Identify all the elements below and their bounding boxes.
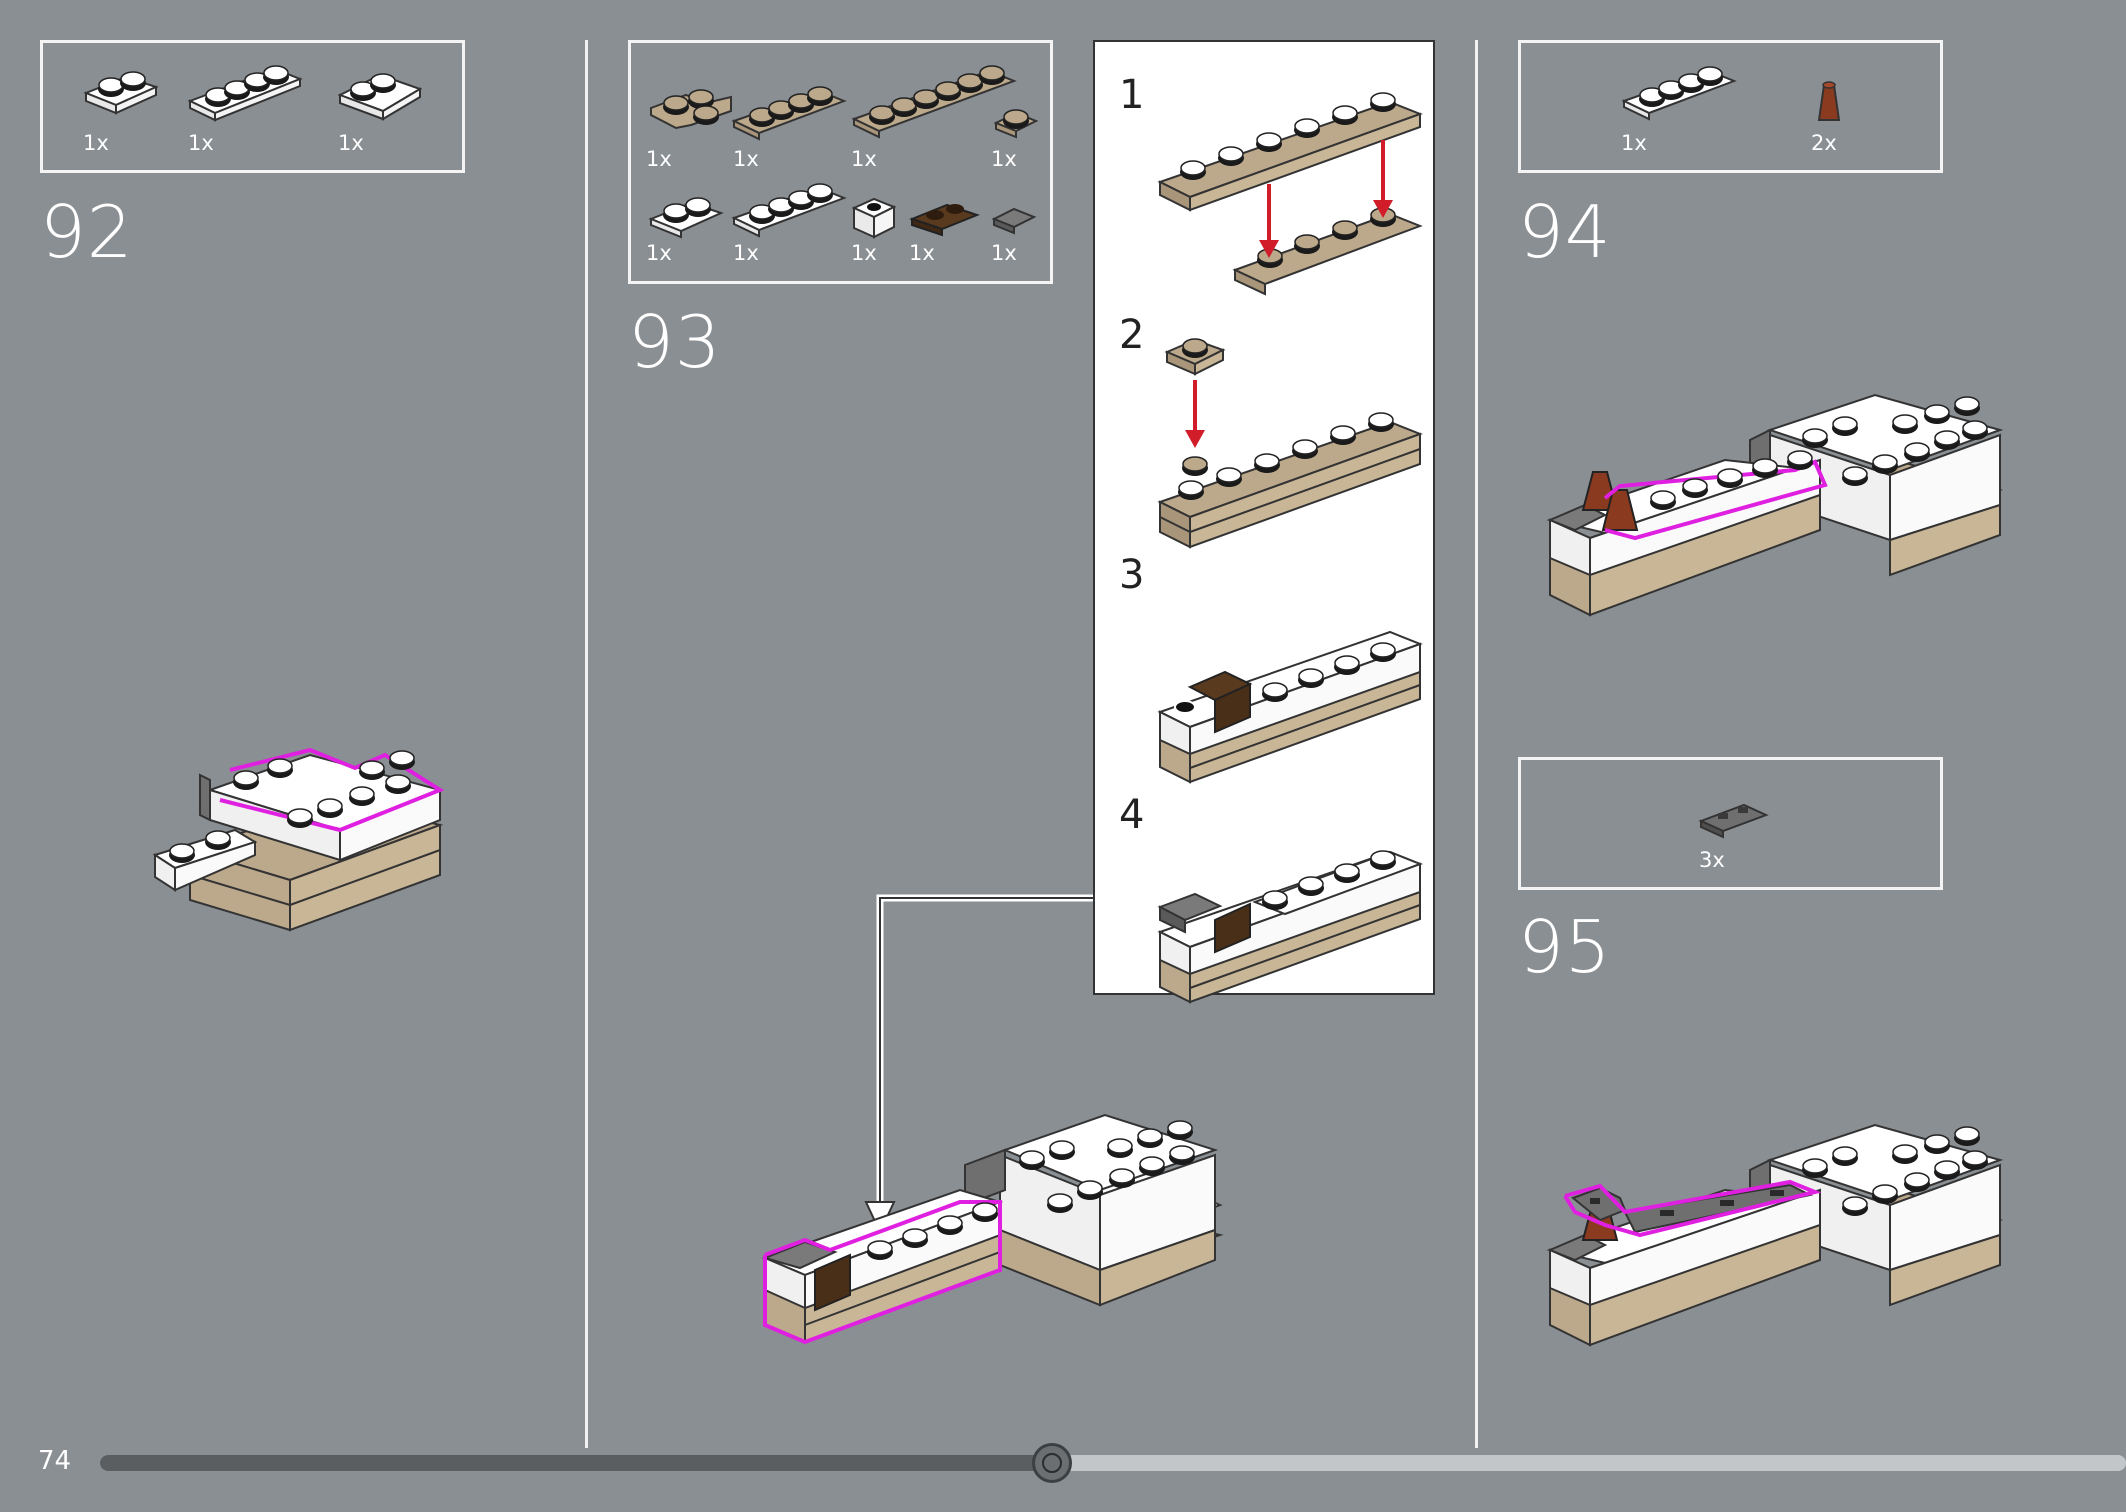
part-qty: 1x — [851, 241, 877, 265]
part-qty: 1x — [733, 241, 759, 265]
part-qty: 1x — [733, 147, 759, 171]
part-qty: 1x — [188, 131, 214, 155]
parts-list-step-94: 1x 2x — [1518, 40, 1943, 173]
parts-list-step-93: 1x 1x 1x 1x 1x 1x 1x 1x — [628, 40, 1053, 284]
dark-brown-plate-1x2-icon — [909, 203, 980, 237]
white-brick-1x1-hollow-icon — [851, 197, 897, 239]
part-qty: 1x — [338, 131, 364, 155]
part-qty: 1x — [991, 147, 1017, 171]
substep-number: 1 — [1119, 72, 1145, 118]
model-step-93-illustration — [761, 1113, 1224, 1345]
substep-number: 4 — [1119, 792, 1145, 838]
part-qty: 3x — [1699, 848, 1725, 872]
step-number: 94 — [1518, 190, 1612, 274]
tan-plate-1x6-icon — [851, 65, 1017, 139]
white-plate-1x2-icon — [648, 197, 724, 239]
substep-3-illustration — [1157, 630, 1423, 784]
dark-gray-jumper-plate-icon — [1698, 803, 1769, 839]
assembly-callout-connector — [864, 894, 1093, 1235]
part-qty: 1x — [646, 241, 672, 265]
step-number: 92 — [40, 190, 134, 274]
tan-plate-1x1-icon — [993, 109, 1039, 139]
part-qty: 1x — [646, 147, 672, 171]
progress-track[interactable] — [100, 1443, 2126, 1483]
parts-list-step-95: 3x — [1518, 757, 1943, 890]
gray-tile-1x1-icon — [991, 207, 1037, 235]
white-plate-1x4-icon — [731, 183, 847, 238]
substep-number: 3 — [1119, 552, 1145, 598]
step-number: 93 — [628, 300, 722, 384]
part-qty: 1x — [909, 241, 935, 265]
substep-1-illustration — [1157, 92, 1423, 296]
sub-assembly-panel: 1 2 3 — [1093, 40, 1435, 1004]
white-plate-1x2-icon — [83, 71, 159, 115]
progress-handle[interactable] — [1032, 1443, 1072, 1483]
substep-2-illustration — [1157, 338, 1423, 549]
tan-corner-plate-icon — [650, 89, 732, 130]
model-step-95-illustration — [1546, 1123, 2004, 1347]
progress-fill — [100, 1455, 1052, 1471]
white-plate-1x4-icon — [1621, 66, 1737, 121]
parts-list-step-92: 1x 1x 1x — [40, 40, 465, 173]
model-step-94-illustration — [1546, 393, 2004, 617]
page-number: 74 — [38, 1446, 72, 1476]
part-qty: 1x — [851, 147, 877, 171]
substep-4-illustration — [1157, 850, 1423, 1004]
column-divider-right — [1475, 40, 1478, 1448]
white-plate-1x4-icon — [187, 65, 303, 122]
white-wedge-plate-icon — [337, 73, 423, 121]
part-qty: 1x — [83, 131, 109, 155]
step-number: 95 — [1518, 905, 1612, 989]
reddish-brown-cone-icon — [1817, 81, 1841, 121]
part-qty: 1x — [1621, 131, 1647, 155]
tan-plate-1x4-icon — [731, 86, 847, 141]
substep-number: 2 — [1119, 312, 1145, 358]
column-divider-left — [585, 40, 588, 1448]
model-step-92-illustration — [152, 747, 445, 932]
part-qty: 1x — [991, 241, 1017, 265]
part-qty: 2x — [1811, 131, 1837, 155]
